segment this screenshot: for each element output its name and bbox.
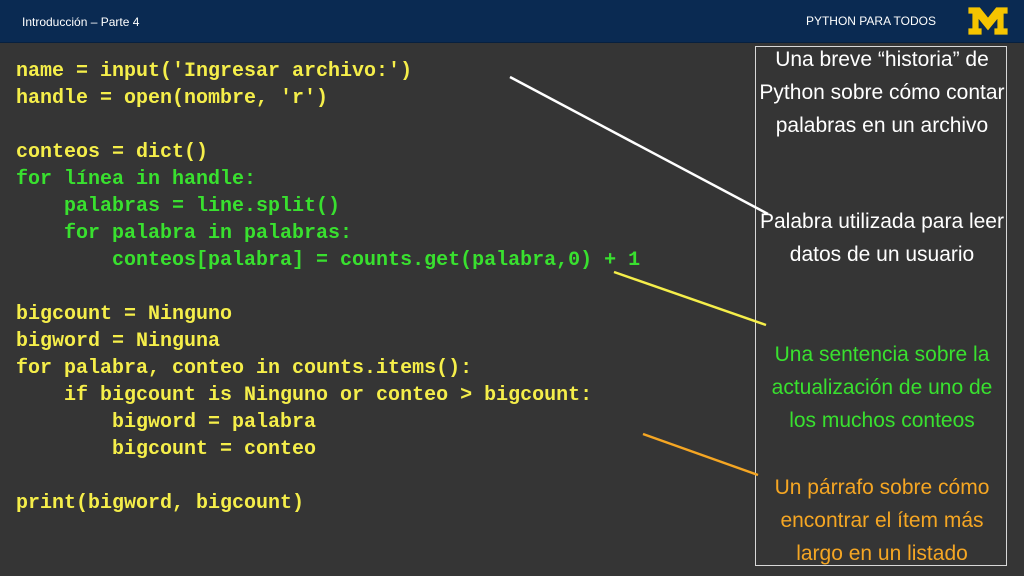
annotation-word: Palabra utilizada para leer datos de un … <box>760 210 1004 266</box>
code-line: for palabra, conteo in counts.items(): <box>16 357 473 380</box>
code-line: print(bigword, bigcount) <box>16 492 305 515</box>
code-line: palabras = line.split() <box>16 195 341 218</box>
code-line: conteos[palabra] = counts.get(palabra,0)… <box>16 249 641 272</box>
title-bar: Introducción – Parte 4 PYTHON PARA TODOS <box>0 0 1024 43</box>
annotation-paragraph: Un párrafo sobre cómo encontrar el ítem … <box>774 476 990 565</box>
annotation-sentence: Una sentencia sobre la actualización de … <box>771 343 993 432</box>
block-m-logo-icon <box>967 6 1009 36</box>
code-line: for palabra in palabras: <box>16 222 353 245</box>
code-line: bigcount = Ninguno <box>16 303 233 326</box>
annotation-panel: Una breve “historia” de Python sobre cóm… <box>755 46 1007 566</box>
code-line: bigword = Ninguna <box>16 330 221 353</box>
pointer-line-word <box>509 75 769 216</box>
code-line: for línea in handle: <box>16 168 257 191</box>
code-line: handle = open(nombre, 'r') <box>16 87 329 110</box>
code-line: conteos = dict() <box>16 141 209 164</box>
lecture-title: Introducción – Parte 4 <box>22 15 140 29</box>
pointer-line-paragraph <box>642 432 759 477</box>
code-listing: name = input('Ingresar archivo:') handle … <box>16 58 640 517</box>
pointer-line-sentence <box>613 270 767 327</box>
annotation-story: Una breve “historia” de Python sobre cóm… <box>759 48 1005 137</box>
code-line: bigcount = conteo <box>16 438 317 461</box>
code-line: bigword = palabra <box>16 411 317 434</box>
code-line: name = input('Ingresar archivo:') <box>16 60 413 83</box>
code-line: if bigcount is Ninguno or conteo > bigco… <box>16 384 593 407</box>
course-title: PYTHON PARA TODOS <box>805 14 936 28</box>
